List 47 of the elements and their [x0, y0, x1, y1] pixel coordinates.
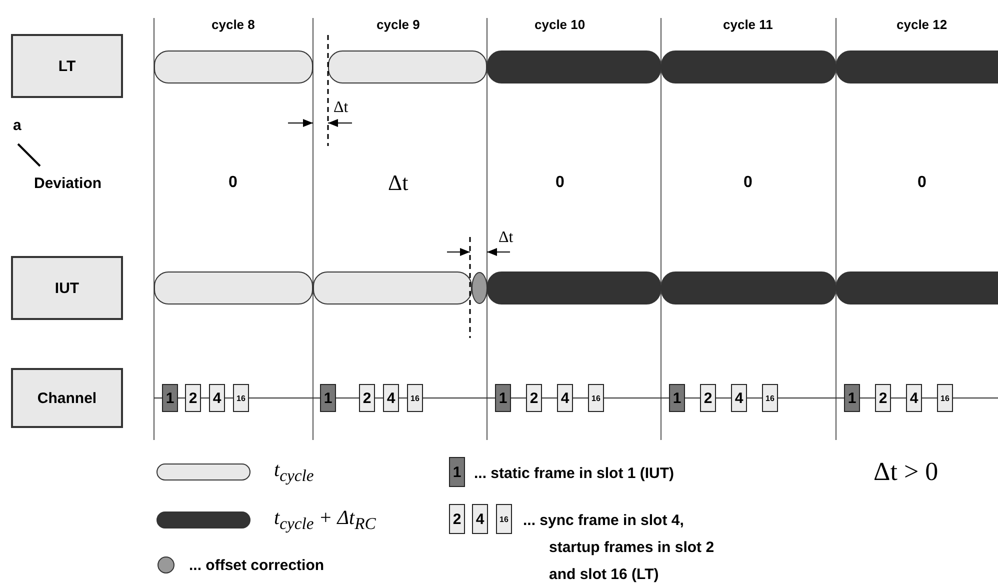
- row-header-box: IUT: [11, 256, 123, 320]
- frame-box: 16: [588, 384, 604, 412]
- column-header: cycle 9: [376, 16, 420, 32]
- frame-box: 2: [185, 384, 201, 412]
- frame-box: 4: [731, 384, 747, 412]
- row-header-box: LT: [11, 34, 123, 98]
- deviation-value: 0: [918, 174, 926, 192]
- frame-box: 2: [875, 384, 891, 412]
- frame-box: 2: [700, 384, 716, 412]
- row-label: Deviation: [34, 174, 102, 192]
- frame-box: 4: [557, 384, 573, 412]
- delta-label: Δt: [498, 229, 514, 247]
- deviation-value: 0: [228, 174, 238, 192]
- frame-box: 4: [472, 504, 488, 534]
- deviation-value: Δt: [388, 170, 408, 196]
- column-header: cycle 11: [723, 16, 773, 32]
- deviation-value: 0: [744, 174, 752, 192]
- legend-text: ... sync frame in slot 4, startup frames in slot 2 and slot 16 (LT): [523, 511, 716, 585]
- frame-box: 1: [449, 457, 465, 487]
- column-header: cycle 12: [896, 16, 948, 32]
- frame-box: 1: [669, 384, 685, 412]
- frame-box: 2: [449, 504, 465, 534]
- legend-text: t$_{cycle}$: [274, 458, 314, 486]
- frame-box: 1: [162, 384, 178, 412]
- frame-box: 16: [937, 384, 953, 412]
- delta-label: Δt: [334, 99, 348, 117]
- frame-box: 1: [844, 384, 860, 412]
- frame-box: 16: [407, 384, 423, 412]
- row-label: a: [13, 116, 22, 134]
- frame-box: 16: [496, 504, 512, 534]
- frame-box: 4: [383, 384, 399, 412]
- frame-box: 16: [762, 384, 778, 412]
- legend-text: t$_{cycle}$ + Δt$_{RC}$: [274, 506, 376, 534]
- legend-text: ... offset correction: [189, 556, 324, 574]
- legend-text: ... static frame in slot 1 (IUT): [474, 464, 674, 482]
- column-header: cycle 10: [534, 16, 586, 32]
- frame-box: 4: [906, 384, 922, 412]
- frame-box: 4: [209, 384, 225, 412]
- frame-box: 2: [526, 384, 542, 412]
- column-header: cycle 8: [212, 16, 255, 32]
- frame-box: 1: [320, 384, 336, 412]
- frame-box: 16: [233, 384, 249, 412]
- deviation-value: 0: [556, 174, 564, 192]
- frame-box: 1: [495, 384, 511, 412]
- frame-box: 2: [359, 384, 375, 412]
- condition-note: Δt > 0: [874, 457, 938, 487]
- row-header-box: Channel: [11, 368, 123, 428]
